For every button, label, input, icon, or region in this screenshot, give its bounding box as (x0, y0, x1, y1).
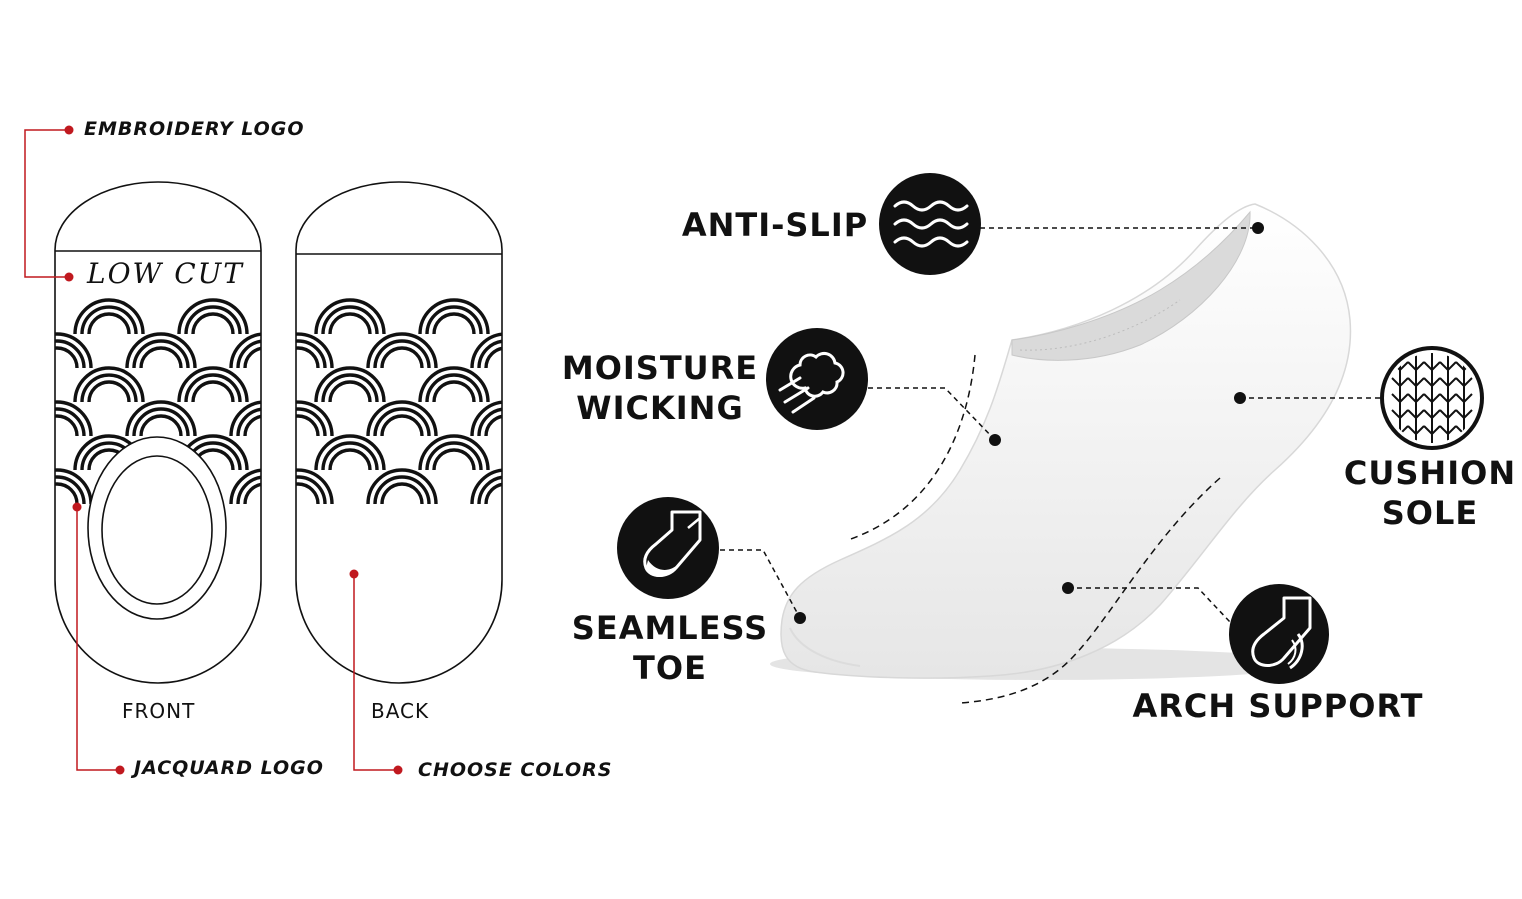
arch-motif (73, 298, 145, 335)
arch-motif (229, 400, 261, 437)
seamless-label-line2: TOE (633, 649, 707, 687)
cushion-label-line1: CUSHION (1343, 454, 1517, 492)
front-label: FRONT (122, 699, 196, 723)
arch-motif (0, 300, 39, 334)
seamless-label-line1: SEAMLESS (571, 609, 769, 647)
arch-motif (55, 400, 93, 437)
anti-slip-point (1252, 222, 1264, 234)
jacquard-callout-line (76, 507, 120, 771)
knit-pattern-icon (1380, 346, 1484, 450)
choose-colors-dot-bottom (393, 765, 403, 775)
arch-motif (55, 332, 93, 369)
arch-support-label: ARCH SUPPORT (1132, 687, 1424, 725)
jacquard-dot-top (72, 502, 82, 512)
choose-colors-dot-top (349, 569, 359, 579)
arch-motif (177, 298, 249, 335)
arch-motif (418, 434, 490, 471)
arch-motif (366, 468, 438, 505)
arch-motif (0, 368, 39, 402)
embroidery-callout-line (24, 129, 69, 278)
moisture-label-line2: WICKING (576, 389, 744, 427)
arch-motif (418, 366, 490, 403)
embroidery-logo-label: EMBROIDERY LOGO (84, 118, 305, 140)
arch-motif (366, 400, 438, 437)
arch-motif (55, 468, 93, 505)
jacquard-logo-label: JACQUARD LOGO (134, 757, 324, 779)
arch-motif (296, 468, 334, 505)
arch-motif (470, 332, 502, 369)
arch-motif (229, 332, 261, 369)
cushion-point (1234, 392, 1246, 404)
arch-motif (229, 468, 261, 505)
arch-motif (366, 332, 438, 369)
moisture-point (989, 434, 1001, 446)
choose-colors-label: CHOOSE COLORS (418, 759, 613, 781)
low-cut-text: LOW CUT (87, 257, 244, 290)
arch-motif (177, 366, 249, 403)
seamless-point (794, 612, 806, 624)
arch-motif (296, 400, 334, 437)
arch-motif (0, 436, 39, 470)
arch-motif (296, 332, 334, 369)
sock-toe-icon (617, 497, 719, 599)
arch-motif (314, 434, 386, 471)
cushion-label-line2: SOLE (1381, 494, 1479, 532)
foot-arch-icon (1229, 584, 1329, 684)
arch-motif (125, 332, 197, 369)
front-arch-pattern (0, 298, 261, 505)
steam-cloud-icon (766, 328, 868, 430)
anti-slip-label: ANTI-SLIP (681, 206, 869, 244)
arch-motif (470, 400, 502, 437)
arch-motif (314, 298, 386, 335)
arch-motif (418, 298, 490, 335)
back-arch-pattern (296, 298, 502, 505)
embroidery-dot-top (64, 125, 74, 135)
feature-leader-lines (720, 227, 1383, 623)
arch-motif (125, 400, 197, 437)
arch-motif (314, 366, 386, 403)
jacquard-dot-bottom (115, 765, 125, 775)
front-heel-oval-inner (101, 455, 213, 605)
choose-colors-callout-line (353, 574, 398, 771)
embroidery-dot-bottom (64, 272, 74, 282)
waves-icon (879, 173, 981, 275)
back-label: BACK (371, 699, 430, 723)
sock-illustration (770, 203, 1352, 704)
arch-motif (470, 468, 502, 505)
moisture-label-line1: MOISTURE (561, 349, 759, 387)
arch-point (1062, 582, 1074, 594)
arch-motif (73, 366, 145, 403)
